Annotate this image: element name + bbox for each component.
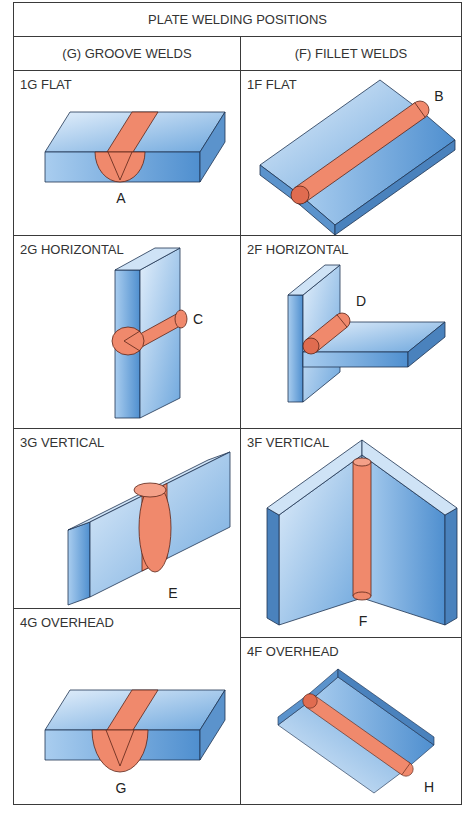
plate-edge — [445, 508, 457, 625]
position-label: 2G HORIZONTAL — [20, 242, 124, 257]
groove-flat-figure — [45, 112, 225, 182]
groove-line — [108, 152, 132, 180]
callout-letter: D — [356, 293, 366, 309]
callout-letter: G — [116, 780, 127, 796]
position-label: 4F OVERHEAD — [247, 644, 339, 659]
position-cell: 1F FLAT B — [240, 70, 462, 236]
weld-cap — [134, 483, 166, 497]
plate-front — [45, 152, 200, 182]
fillet-flat-figure — [260, 80, 455, 235]
table-title: PLATE WELDING POSITIONS — [148, 12, 327, 27]
position-label: 2F HORIZONTAL — [247, 242, 349, 257]
groove-line — [124, 331, 140, 351]
position-cell: 4G OVERHEAD G — [13, 608, 241, 805]
callout-letter: A — [116, 190, 125, 206]
position-label: 1G FLAT — [20, 77, 72, 92]
plate-end — [200, 690, 225, 760]
groove-horizontal-figure — [112, 248, 187, 418]
plate-top — [362, 440, 457, 515]
plate-front — [303, 352, 408, 367]
weld-bead — [295, 103, 425, 203]
callout-letter: E — [168, 585, 177, 601]
groove-line — [106, 730, 134, 766]
position-label: 3F VERTICAL — [247, 435, 329, 450]
position-cell: 4F OVERHEAD H — [240, 637, 462, 805]
fillet-overhead-figure — [278, 669, 434, 793]
position-cell: 2F HORIZONTAL D — [240, 235, 462, 429]
column-header: (G) GROOVE WELDS — [62, 46, 191, 61]
plate-top — [45, 112, 225, 152]
plate-end — [68, 522, 90, 605]
groove-overhead-figure — [45, 690, 225, 772]
weld-bead — [139, 484, 171, 572]
callout-letter: F — [359, 613, 368, 629]
weld-bead — [95, 152, 145, 182]
weld-bead — [175, 310, 187, 328]
weld-end — [291, 186, 309, 204]
plate-end — [200, 112, 225, 182]
header-cell: (F) FILLET WELDS — [240, 36, 462, 71]
title-cell: PLATE WELDING POSITIONS — [13, 2, 462, 37]
plate-top — [115, 248, 180, 270]
plate-side — [140, 248, 180, 418]
header-cell: (G) GROOVE WELDS — [13, 36, 241, 71]
position-label: 4G OVERHEAD — [20, 615, 114, 630]
groove-vertical-figure — [68, 452, 230, 605]
plate-edge — [267, 508, 279, 625]
plate-top — [45, 690, 225, 730]
fillet-horizontal-figure — [288, 265, 445, 402]
position-cell: 1G FLAT A — [13, 70, 241, 236]
callout-letter: B — [434, 88, 443, 104]
fillet-vertical-figure — [267, 440, 457, 625]
position-cell: 2G HORIZONTAL C — [13, 235, 241, 429]
weld-bead — [140, 312, 180, 348]
position-cell: 3G VERTICAL E — [13, 428, 241, 609]
weld-bead — [353, 462, 371, 596]
plate-top — [288, 265, 340, 295]
column-header: (F) FILLET WELDS — [295, 46, 407, 61]
position-label: 3G VERTICAL — [20, 435, 104, 450]
position-label: 1F FLAT — [247, 77, 297, 92]
callout-letter: H — [424, 779, 434, 795]
callout-letter: C — [193, 311, 203, 327]
plate-side — [90, 452, 230, 597]
plate-top — [267, 440, 362, 515]
weld-bead — [112, 327, 144, 355]
weld-bead — [107, 112, 158, 152]
plate-front — [288, 295, 303, 402]
weld-end — [303, 338, 319, 354]
weld-bead — [107, 690, 158, 730]
weld-bead — [92, 730, 148, 772]
plate-end — [408, 322, 445, 367]
weld-end — [353, 592, 371, 600]
weld-end — [353, 458, 371, 466]
position-cell: 3F VERTICAL F — [240, 428, 462, 638]
